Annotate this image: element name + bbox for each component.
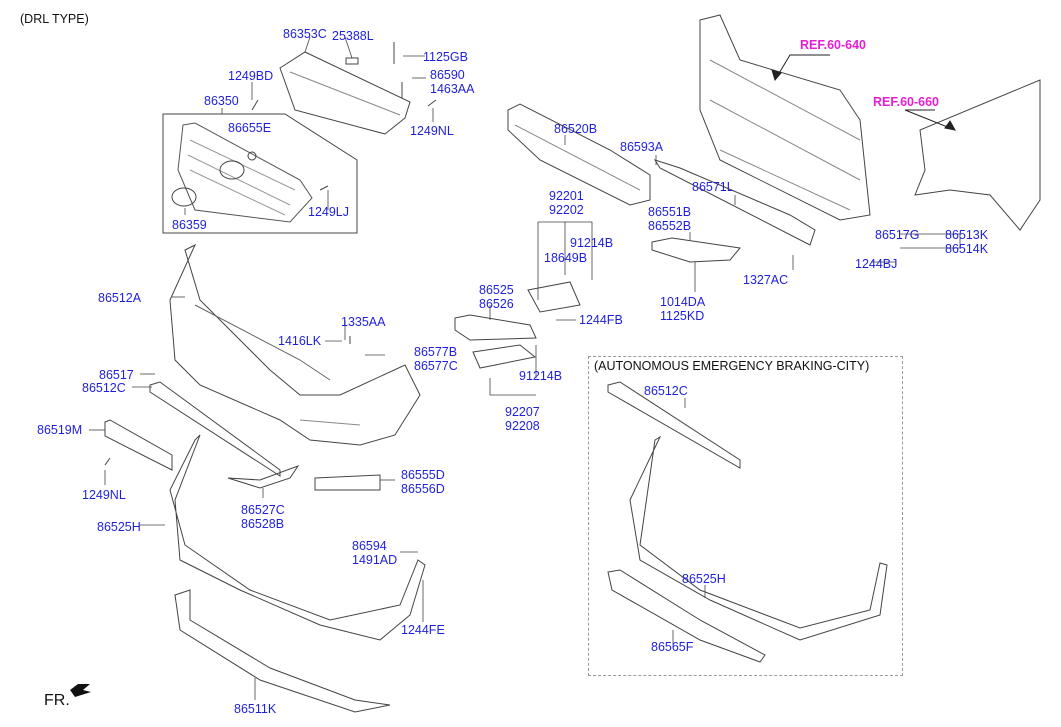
- part-1244fe[interactable]: 1244FE: [401, 623, 445, 637]
- inset-lower-spoiler: [629, 435, 888, 641]
- part-92207-92208[interactable]: 92207 92208: [505, 405, 540, 433]
- front-bumper-cover: [169, 243, 421, 446]
- part-86555d-86556d[interactable]: 86555D 86556D: [401, 468, 445, 496]
- part-86527c-86528b[interactable]: 86527C 86528B: [241, 503, 285, 531]
- bumper-beam-strip: [653, 159, 816, 246]
- part-86359[interactable]: 86359: [172, 218, 207, 232]
- part-92201-92202[interactable]: 92201 92202: [549, 189, 584, 217]
- inset-part-86512c[interactable]: 86512C: [644, 384, 688, 398]
- part-86512c[interactable]: 86512C: [82, 381, 126, 395]
- part-86590-1463aa[interactable]: 86590 1463AA: [430, 68, 475, 96]
- side-insert: [314, 474, 381, 491]
- part-86593a[interactable]: 86593A: [620, 140, 664, 154]
- part-86551b-86552b[interactable]: 86551B 86552B: [648, 205, 692, 233]
- license-plate-bracket: [104, 419, 173, 471]
- front-direction-label: FR.: [44, 692, 70, 709]
- part-1249lj[interactable]: 1249LJ: [308, 205, 350, 219]
- ref-60-640[interactable]: REF.60-640: [800, 38, 867, 52]
- radiator-grille: [177, 122, 313, 223]
- part-86512a[interactable]: 86512A: [98, 291, 142, 305]
- skid-plate: [174, 589, 391, 713]
- part-1416lk[interactable]: 1416LK: [278, 334, 322, 348]
- label-25388l-part: [345, 57, 359, 65]
- part-86513k-86514k[interactable]: 86513K 86514K: [945, 228, 989, 256]
- part-18649b[interactable]: 18649B: [544, 251, 588, 265]
- inset-part-86565f[interactable]: 86565F: [651, 640, 694, 654]
- part-91214b-top[interactable]: 91214B: [570, 236, 614, 250]
- part-1014da-1125kd[interactable]: 1014DA 1125KD: [660, 295, 706, 323]
- fog-lamp-bezel: [454, 314, 537, 341]
- part-1249nl-top[interactable]: 1249NL: [410, 124, 454, 138]
- lower-grille: [149, 381, 281, 477]
- part-86511k[interactable]: 86511K: [234, 702, 277, 716]
- aeb-city-inset: [588, 356, 903, 676]
- part-86519m[interactable]: 86519M: [37, 423, 83, 437]
- part-86350[interactable]: 86350: [204, 94, 239, 108]
- inset-skid-plate: [607, 569, 766, 663]
- part-86525-86526[interactable]: 86525 86526: [479, 283, 514, 311]
- grille-group-box: [162, 113, 358, 234]
- part-86517[interactable]: 86517: [99, 368, 134, 382]
- inset-lower-grille: [607, 381, 741, 469]
- front-direction-arrow: [70, 684, 91, 697]
- ref-60-660[interactable]: REF.60-660: [873, 95, 940, 109]
- part-1249nl-bottom[interactable]: 1249NL: [82, 488, 126, 502]
- part-86655e[interactable]: 86655E: [228, 121, 272, 135]
- radiator-support: [699, 14, 871, 221]
- part-1327ac[interactable]: 1327AC: [743, 273, 789, 287]
- part-1335aa[interactable]: 1335AA: [341, 315, 386, 329]
- part-86525h[interactable]: 86525H: [97, 520, 141, 534]
- part-1125gb[interactable]: 1125GB: [423, 50, 468, 64]
- part-86577b-86577c[interactable]: 86577B 86577C: [414, 345, 458, 373]
- fog-lamp: [527, 281, 581, 313]
- part-86353c[interactable]: 86353C: [283, 27, 327, 41]
- part-25388l[interactable]: 25388L: [332, 29, 374, 43]
- drl-lamp: [472, 344, 537, 369]
- inset-part-86525h[interactable]: 86525H: [682, 572, 726, 586]
- lower-trim: [227, 465, 300, 489]
- emblem: [171, 187, 197, 207]
- fender: [914, 79, 1041, 231]
- diagram-title: (DRL TYPE): [20, 12, 89, 26]
- part-1249bd[interactable]: 1249BD: [228, 69, 274, 83]
- lower-spoiler: [169, 434, 426, 641]
- part-1244bj[interactable]: 1244BJ: [855, 257, 898, 271]
- part-86571l[interactable]: 86571L: [692, 180, 734, 194]
- part-86517g[interactable]: 86517G: [875, 228, 920, 242]
- inset-title: (AUTONOMOUS EMERGENCY BRAKING-CITY): [594, 359, 870, 373]
- part-86594-1491ad[interactable]: 86594 1491AD: [352, 539, 398, 567]
- part-1244fb[interactable]: 1244FB: [579, 313, 623, 327]
- part-86520b[interactable]: 86520B: [554, 122, 598, 136]
- energy-absorber: [507, 103, 651, 206]
- part-91214b-bottom[interactable]: 91214B: [519, 369, 563, 383]
